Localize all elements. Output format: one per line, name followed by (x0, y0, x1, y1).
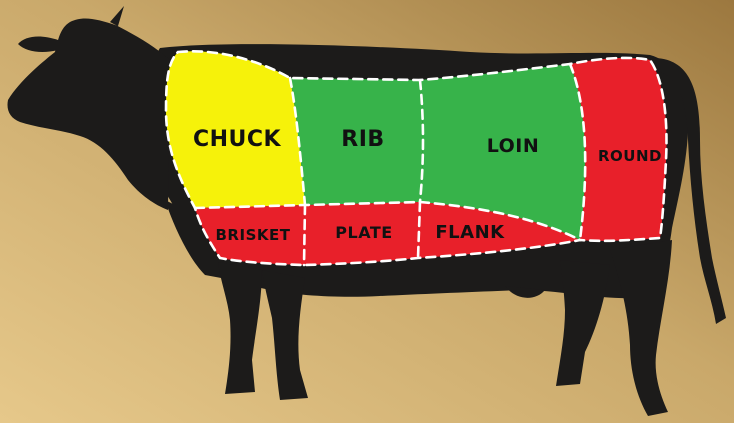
label-round: ROUND (598, 147, 662, 165)
label-rib: RIB (341, 127, 384, 152)
label-chuck: CHUCK (193, 127, 282, 152)
divider-brisket-plate (304, 205, 305, 265)
label-flank: FLANK (435, 222, 505, 243)
label-plate: PLATE (335, 223, 392, 242)
label-loin: LOIN (487, 135, 540, 157)
label-brisket: BRISKET (216, 226, 291, 244)
